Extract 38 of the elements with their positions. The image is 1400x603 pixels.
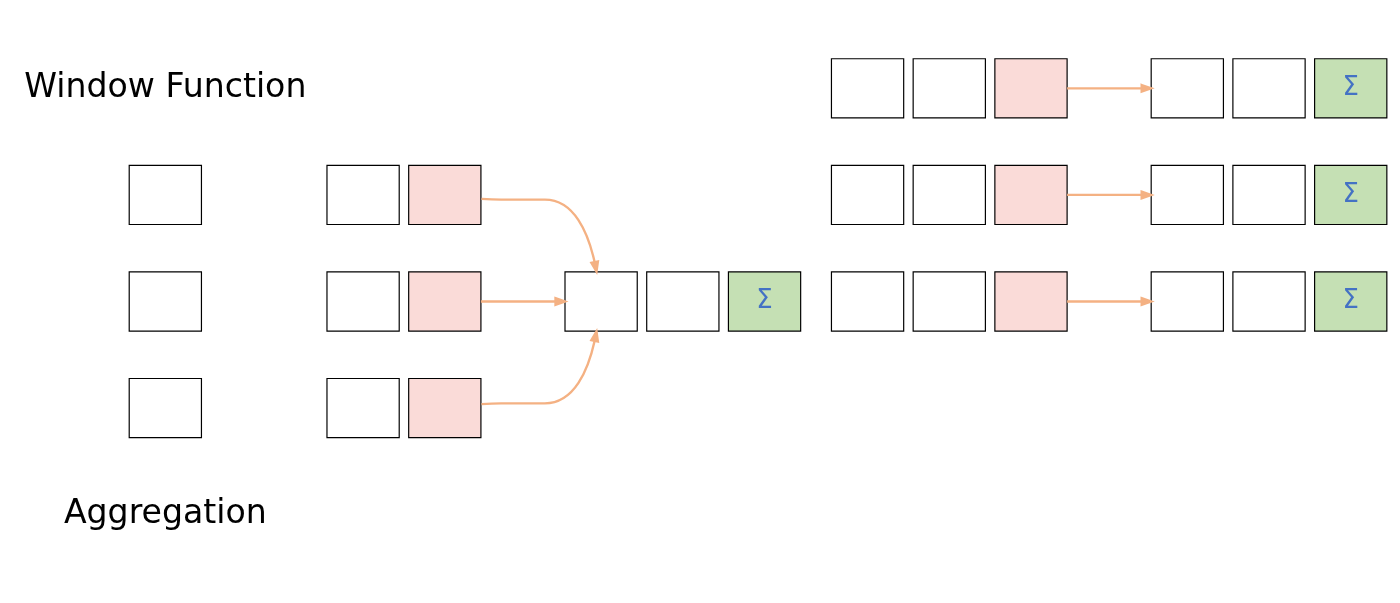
node-box xyxy=(994,58,1068,119)
node-box xyxy=(1150,271,1224,332)
node-box xyxy=(564,271,638,332)
node-box xyxy=(912,164,986,226)
node-box xyxy=(408,377,482,439)
label: Aggregation xyxy=(63,491,267,531)
node-box xyxy=(994,271,1068,332)
node-box xyxy=(830,164,905,226)
arrow xyxy=(1067,189,1155,200)
node-box xyxy=(408,271,482,332)
node-box: Σ xyxy=(727,271,802,332)
node-box xyxy=(830,58,905,119)
arrow xyxy=(1067,83,1155,94)
node-box xyxy=(1232,58,1306,119)
node-box: Σ xyxy=(1314,58,1388,119)
node-box xyxy=(646,271,720,332)
node-box: Σ xyxy=(1314,271,1388,332)
node-box xyxy=(994,164,1068,226)
node-box xyxy=(1150,58,1224,119)
node-box xyxy=(830,271,905,332)
node-box xyxy=(326,377,400,439)
arrow xyxy=(1067,296,1155,307)
arrow xyxy=(480,296,569,307)
node-box: Σ xyxy=(1314,164,1388,226)
label: Window Function xyxy=(24,65,307,105)
node-box xyxy=(128,271,203,332)
node-box xyxy=(912,58,986,119)
node-box xyxy=(326,271,400,332)
node-box xyxy=(408,164,482,226)
node-box xyxy=(912,271,986,332)
node-box xyxy=(128,164,203,226)
node-box xyxy=(1232,164,1306,226)
node-box xyxy=(1150,164,1224,226)
node-box xyxy=(128,377,203,439)
arrow xyxy=(481,197,600,275)
node-box xyxy=(326,164,400,226)
arrow xyxy=(481,328,600,406)
node-box xyxy=(1232,271,1306,332)
